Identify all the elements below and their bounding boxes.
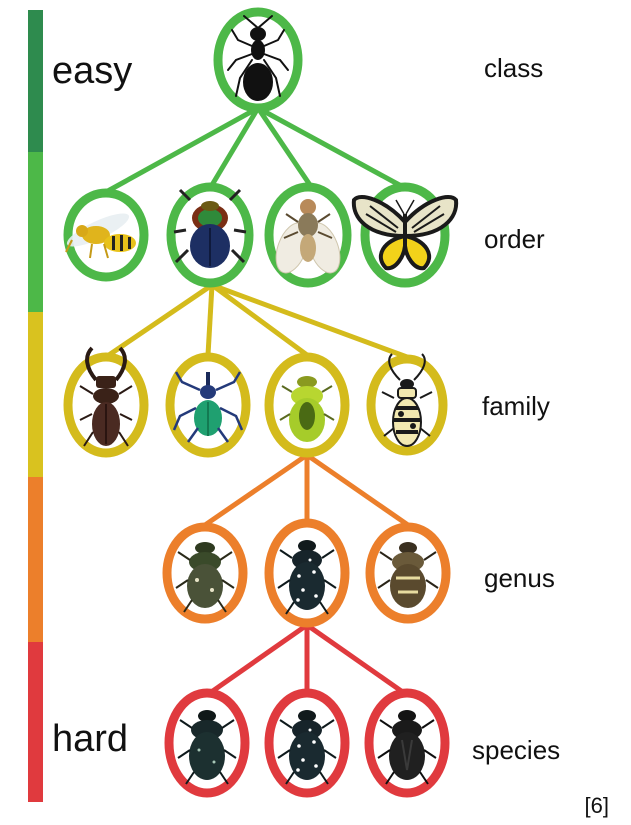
white-spotted-chafer-node <box>269 693 345 793</box>
spotted-longhorn-node <box>371 354 443 451</box>
brown-chafer-node <box>370 527 446 619</box>
stag-beetle-node <box>68 348 144 453</box>
black-chafer-node <box>369 693 445 793</box>
weevil-node <box>170 357 246 453</box>
flower-chafer-node <box>167 527 243 619</box>
level-label-genus: genus <box>484 565 555 591</box>
family-genus-connectors <box>205 455 408 525</box>
genus-species-connectors <box>207 625 407 695</box>
ant-node <box>218 12 298 108</box>
question-marks: [6] <box>585 795 609 817</box>
fly-node <box>269 187 347 283</box>
spotted-chafer-node <box>269 523 345 623</box>
level-label-order: order <box>484 226 545 252</box>
green-scarab-node <box>269 357 345 453</box>
class-order-connectors <box>106 108 405 192</box>
dung-beetle-node <box>171 187 249 283</box>
level-label-family: family <box>482 393 550 419</box>
level-label-species: species <box>472 737 560 763</box>
order-family-connectors <box>106 285 407 357</box>
butterfly-node <box>354 187 456 283</box>
wasp-node <box>63 193 144 277</box>
level-label-class: class <box>484 55 543 81</box>
dark-chafer-node <box>169 693 245 793</box>
